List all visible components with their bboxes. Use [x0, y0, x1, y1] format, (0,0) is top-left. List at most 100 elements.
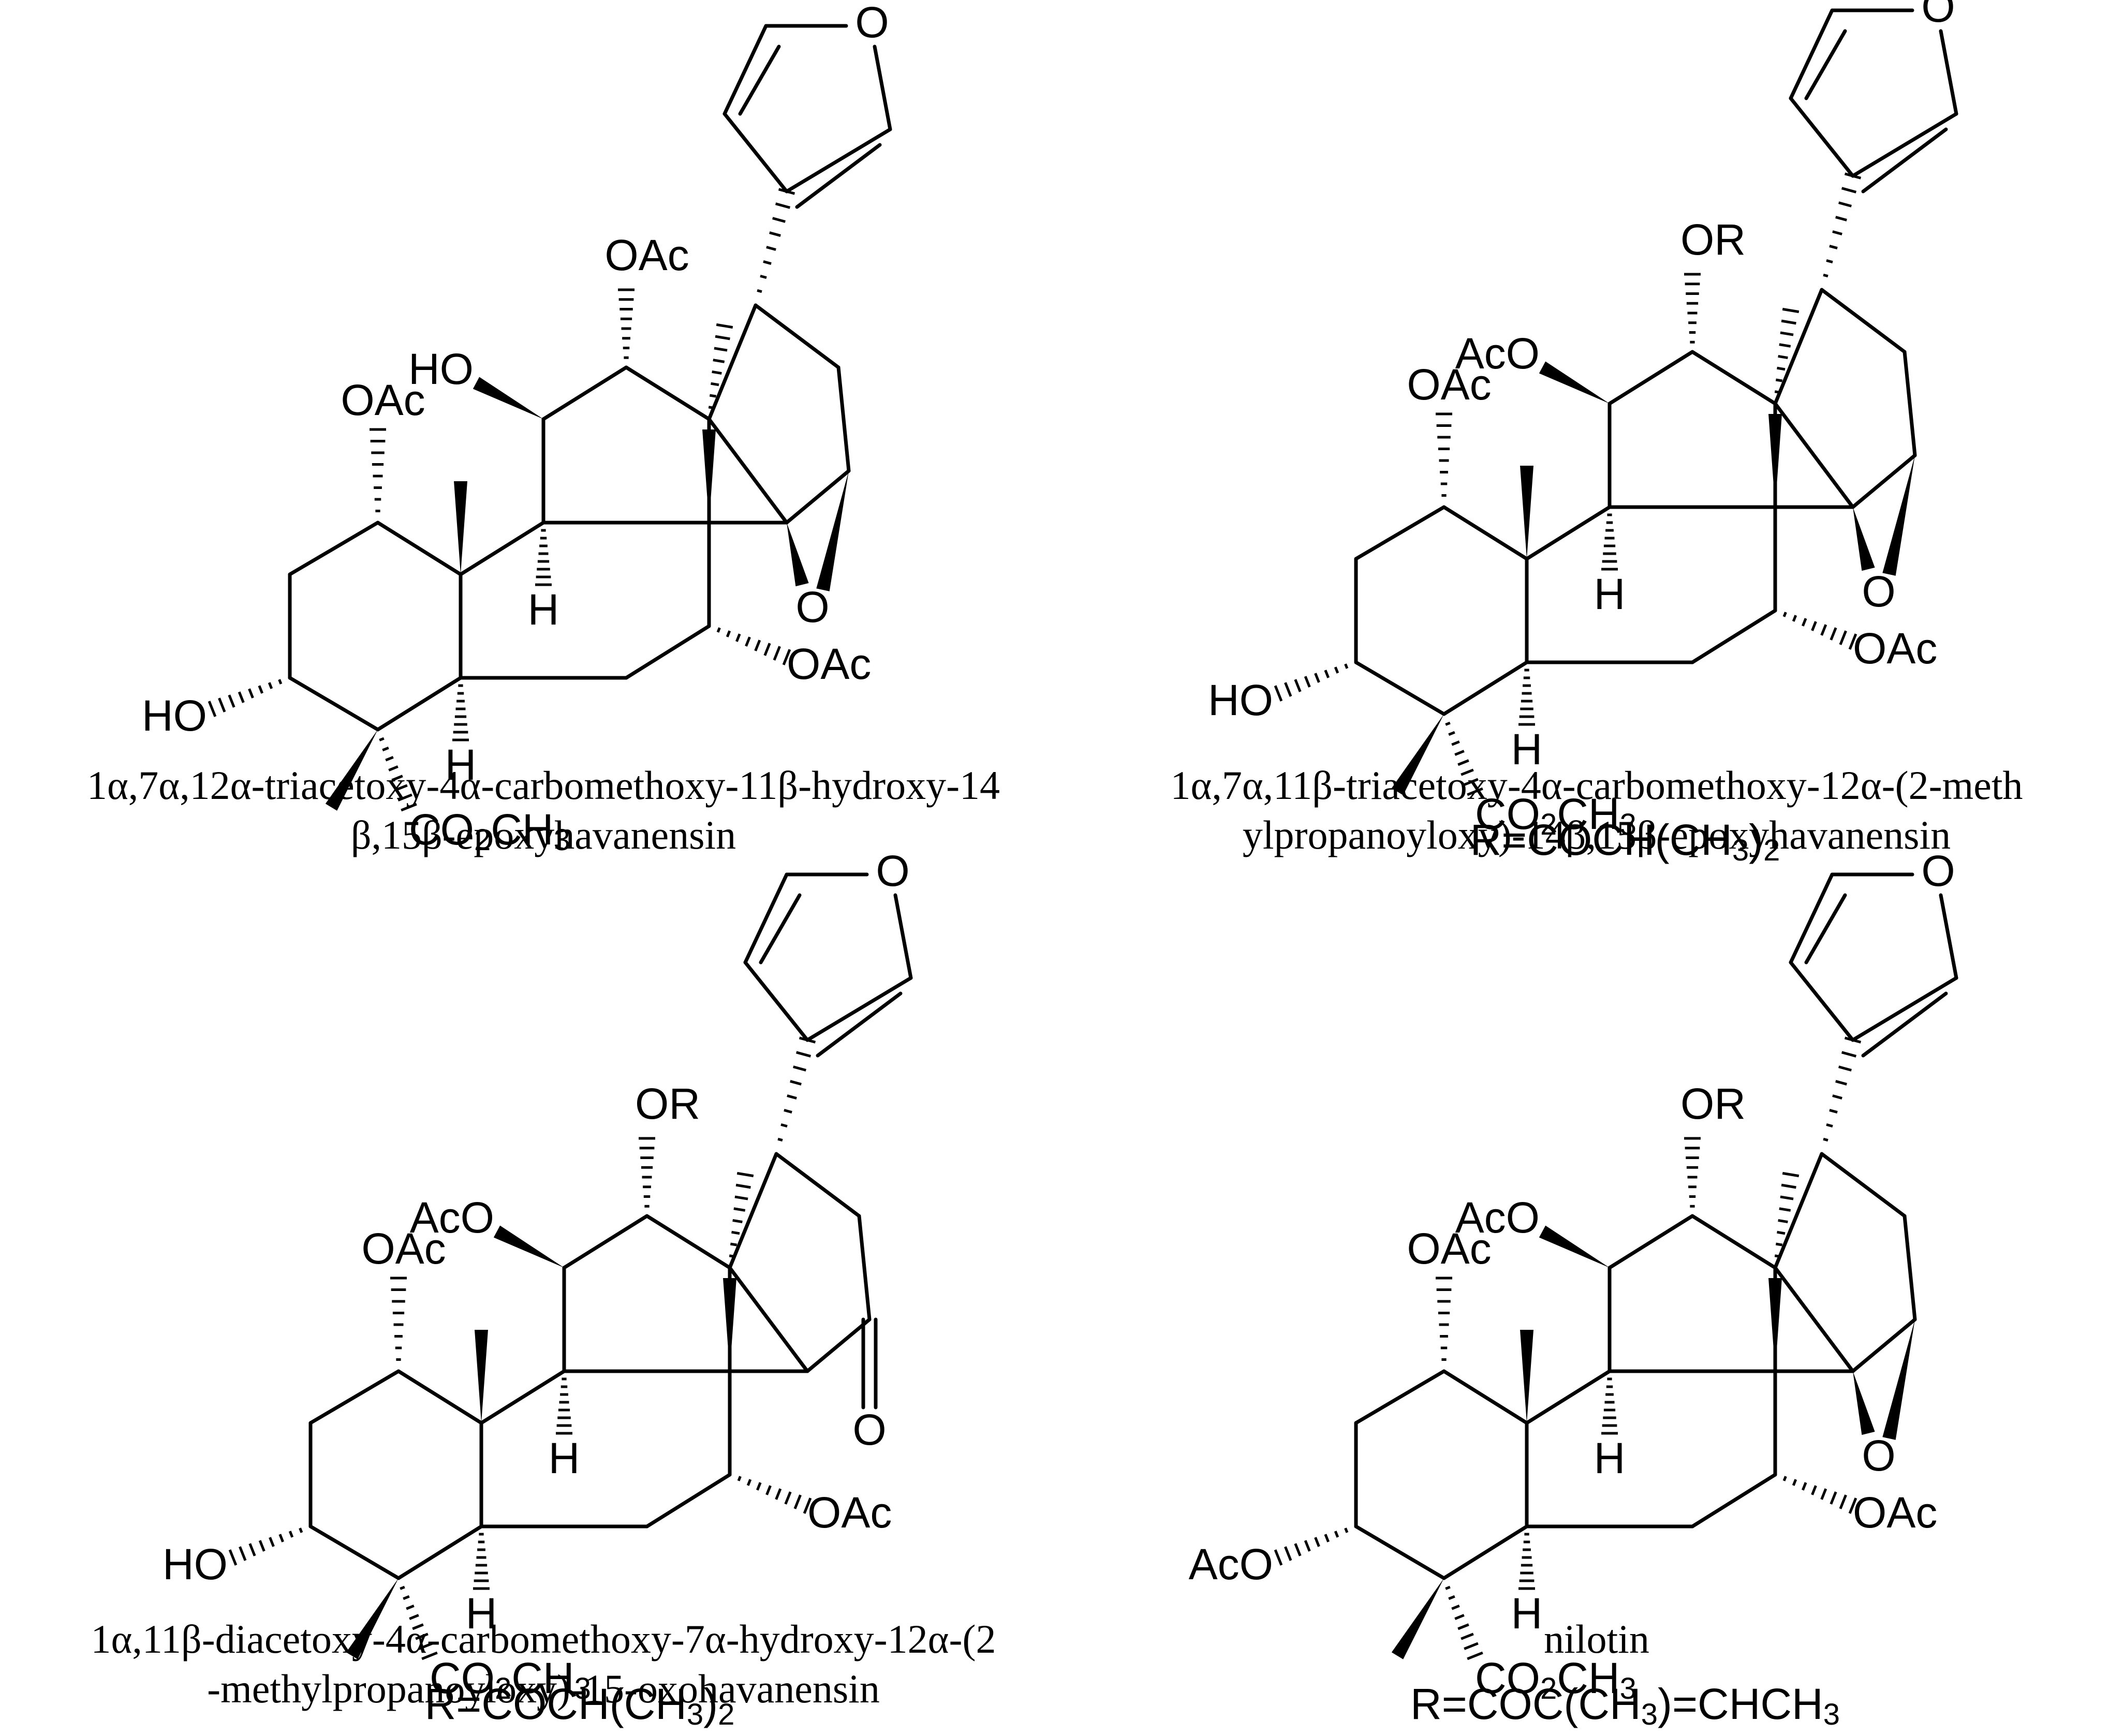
sub-label-c11: AcO: [1455, 329, 1540, 378]
bond-c4-c5: [376, 676, 463, 732]
bond-c17-c16: [1820, 1152, 1907, 1218]
methyl-c13: [708, 323, 733, 409]
bond-c7-c6: [1690, 1473, 1777, 1529]
bond-c11-c12: [1607, 350, 1694, 406]
oac-label-c7: OAc: [1853, 1488, 1937, 1537]
sub-label-c3: AcO: [1189, 1540, 1273, 1589]
bond-c10-c1: [396, 1369, 483, 1425]
caption-compound-4: nilotin: [1092, 1614, 2101, 1664]
h-label-c5: H: [466, 1589, 497, 1638]
bond-c16-c15: [1902, 350, 1917, 457]
furan-bond-2: [743, 872, 789, 965]
sub-label-c12: OR: [635, 1079, 700, 1128]
bond-c12-c13: [645, 1214, 732, 1270]
bond-c16-c15: [857, 1214, 872, 1322]
bond-c3-c4: [1354, 660, 1446, 716]
compound-4-structure: HHCO2​CH3​OAcAcOOAcAcOOROOR=COC(CH3​)=CH…: [1189, 847, 1958, 1731]
bond-c7-c6: [1690, 609, 1777, 664]
furan-double-2: [795, 143, 882, 209]
ester-bond-c4: [1445, 1585, 1483, 1660]
bond-c10-c1: [1442, 505, 1529, 561]
caption-1-line-2: β,15β-epoxyhavanensin: [350, 812, 736, 857]
bond-c10-c9: [479, 1369, 566, 1425]
methyl-c10: [1520, 466, 1533, 559]
bond-c7-c6: [645, 1473, 732, 1529]
methyl-c8: [1768, 414, 1782, 507]
bond-c10-c1: [376, 521, 463, 576]
sub-bond-c12: [639, 1137, 655, 1208]
caption-3-line-1: 1α,11β-diacetoxy-4α-carbomethoxy-7α-hydr…: [91, 1616, 996, 1661]
bond-c3-c4: [1354, 1524, 1446, 1580]
r-definition-3: R=COCH(CH3​)2​: [425, 1680, 735, 1731]
furan-bond-1: [722, 112, 789, 194]
methyl-c4: [346, 1578, 399, 1659]
oac-bond-c1: [1436, 1277, 1452, 1361]
oac-label-c1: OAc: [361, 1224, 446, 1273]
epoxide-wedge: [1853, 507, 1875, 571]
epoxide-oxygen: O: [1862, 1431, 1895, 1480]
sub-bond-c3: [228, 1527, 303, 1566]
sub-bond-c11: [1539, 1225, 1610, 1268]
bond-c1-c2: [1354, 505, 1446, 561]
sub-label-c11: HO: [408, 345, 474, 393]
bond-c13-c17: [707, 303, 758, 421]
bond-c10-c9: [459, 521, 545, 576]
epoxide-wedge-2: [1882, 1319, 1915, 1440]
sub-bond-c11: [493, 1225, 564, 1268]
ester-label: CO2​CH3​: [409, 805, 570, 857]
h-bond-c9: [1601, 513, 1618, 571]
h-label-c5: H: [1511, 725, 1543, 774]
ketone-oxygen: O: [852, 1405, 886, 1454]
methyl-c4: [325, 730, 378, 811]
bond-c11-c12: [541, 365, 628, 421]
bond-c15-c14: [785, 469, 851, 525]
bond-c14-c13: [1773, 402, 1855, 509]
furan-bond-2: [1789, 8, 1834, 100]
oac-bond-c1: [390, 1277, 407, 1361]
epoxide-wedge-2: [1882, 455, 1915, 576]
ester-bond-c4: [400, 1585, 438, 1660]
sub-label-c3: HO: [163, 1540, 228, 1589]
furan-bond-1: [743, 960, 809, 1042]
bond-c17-c16: [754, 303, 840, 369]
epoxide-wedge: [1853, 1371, 1875, 1435]
sub-bond-c11: [1539, 361, 1610, 404]
bond-c15-c14: [805, 1317, 872, 1373]
bond-c17-c16: [774, 1152, 861, 1218]
furan-double-1: [1804, 893, 1847, 965]
bond-c14-c13: [728, 1266, 809, 1373]
h-bond-c9: [556, 1377, 572, 1435]
bond-c14-c13: [1773, 1266, 1855, 1373]
bond-c4-c5: [1442, 1524, 1529, 1580]
furan-bond: [1823, 172, 1862, 278]
h-label-c5: H: [445, 740, 477, 789]
furan-bond-5: [785, 127, 892, 194]
caption-compound-2: 1α,7α,11β-triacetoxy-4α-carbomethoxy-12α…: [1092, 761, 2101, 860]
bond-c14-c13: [707, 417, 789, 525]
bond-c12-c13: [1690, 1214, 1777, 1270]
oac-label-c7: OAc: [787, 640, 871, 688]
oac-label-c7: OAc: [1853, 624, 1937, 673]
methyl-c10: [1520, 1330, 1533, 1423]
oac-bond-c7: [737, 1476, 812, 1514]
h-bond-c5: [1518, 669, 1535, 726]
bond-c4-c5: [1442, 660, 1529, 716]
h-label-c9: H: [1594, 570, 1626, 618]
furan-bond-2: [1789, 872, 1834, 965]
sub-bond-c3: [208, 679, 283, 717]
r-definition-2: R=COCH(CH3​)2​: [1470, 815, 1780, 867]
bond-c16-c15: [836, 365, 851, 473]
furan-bond-5: [805, 976, 913, 1042]
caption-4-line-2: nilotin: [1544, 1616, 1649, 1661]
furan-bond-4: [893, 893, 913, 980]
oac-label-c1: OAc: [341, 376, 425, 424]
h-label-c9: H: [549, 1434, 580, 1482]
methyl-c13: [1774, 307, 1800, 394]
furan-oxygen: O: [876, 847, 909, 895]
methyl-c8: [723, 1278, 736, 1371]
